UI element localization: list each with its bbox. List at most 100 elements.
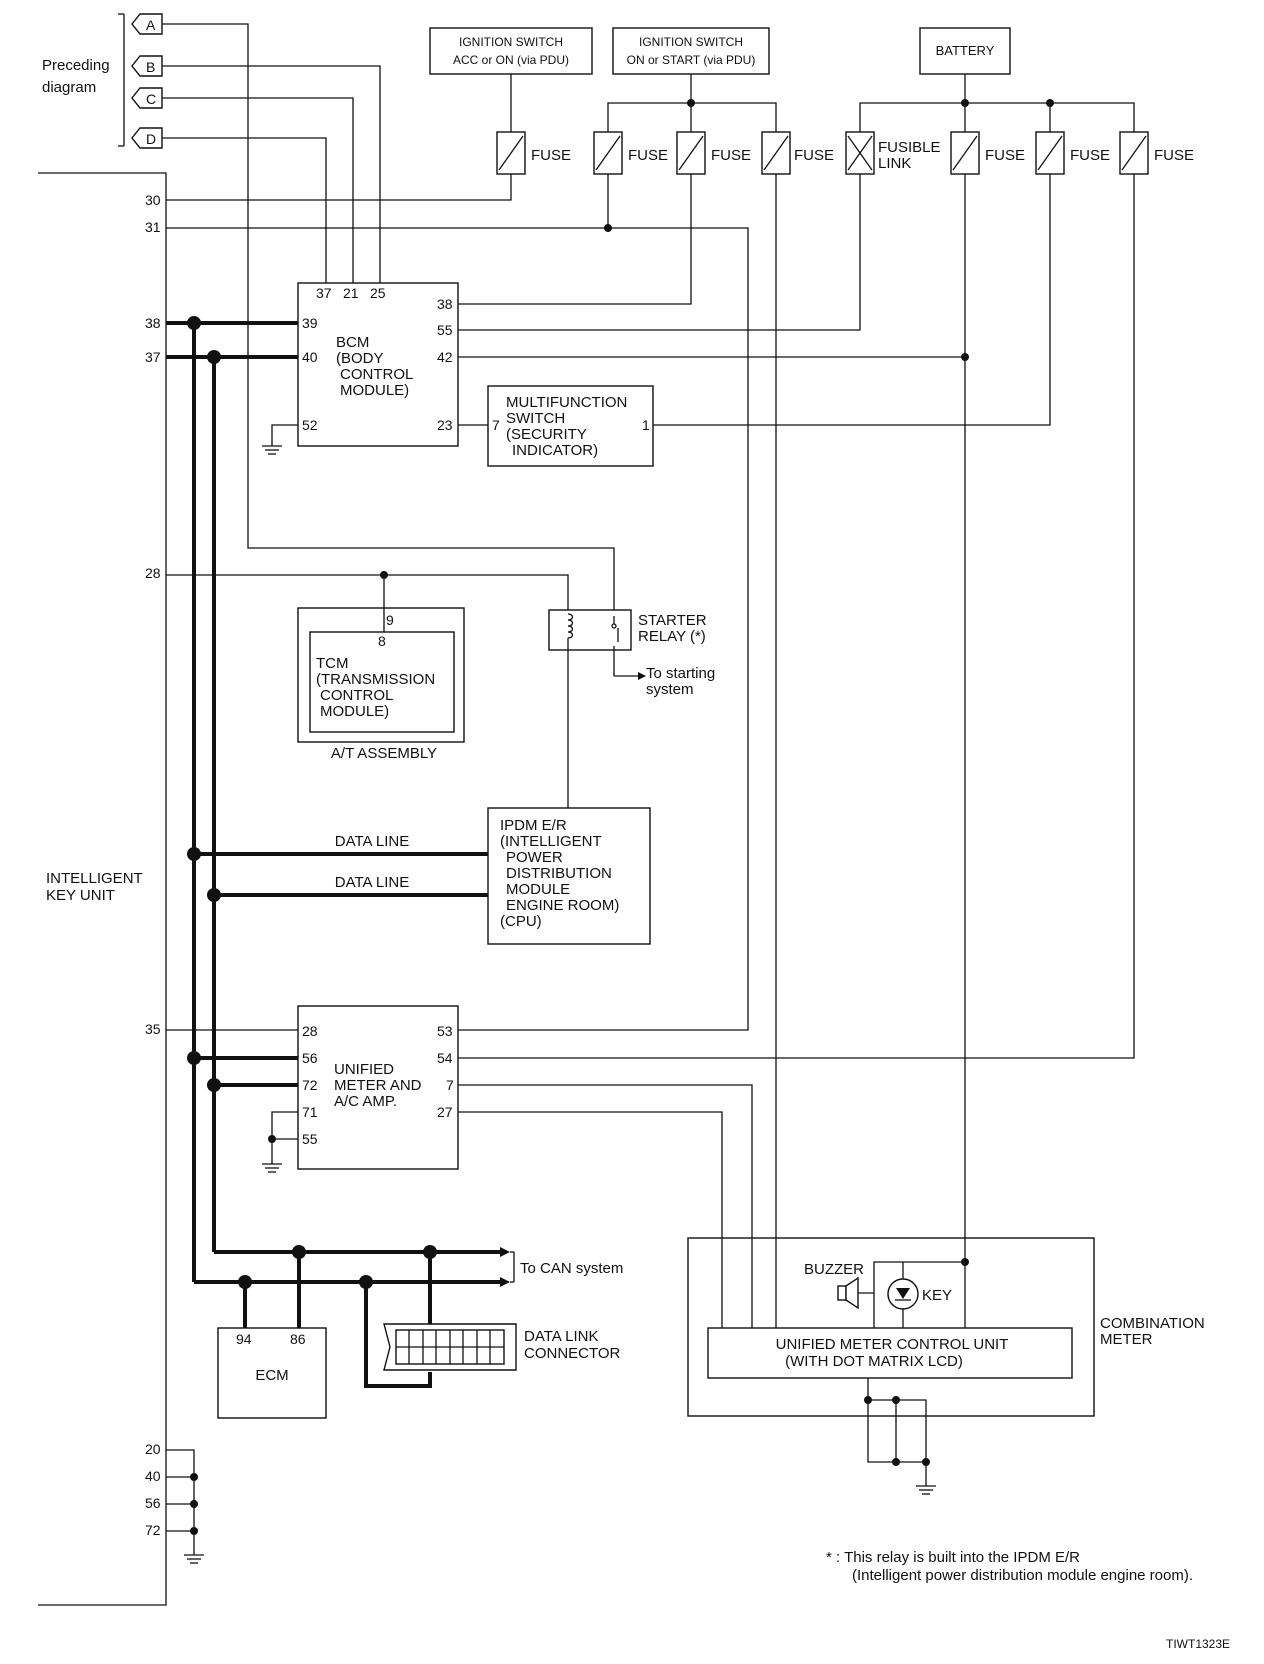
tcm-label-2: (TRANSMISSION bbox=[316, 671, 435, 688]
intelligent-key-unit-label: INTELLIGENT bbox=[46, 870, 143, 887]
data-link-connector-label: DATA LINK bbox=[524, 1328, 598, 1345]
meter-pin-28: 28 bbox=[302, 1023, 318, 1039]
key-pin-31: 31 bbox=[145, 219, 161, 235]
fuse-acc-label: FUSE bbox=[531, 147, 571, 164]
ignition-acc-label: IGNITION SWITCH bbox=[459, 35, 563, 49]
intelligent-key-unit-label-2: KEY UNIT bbox=[46, 887, 115, 904]
multifunction-pin-1: 1 bbox=[642, 417, 650, 433]
connector-d: D bbox=[131, 127, 163, 149]
bcm-label: BCM bbox=[336, 334, 369, 351]
fusible-link-label-2: LINK bbox=[878, 155, 911, 172]
bcm-label-2: (BODY bbox=[336, 350, 384, 367]
tcm-label-3: CONTROL bbox=[320, 687, 393, 704]
combination-meter: COMBINATION METER UNIFIED METER CONTROL … bbox=[687, 1237, 1205, 1495]
ecm-pin-94: 94 bbox=[236, 1331, 252, 1347]
connector-a: A bbox=[131, 13, 163, 35]
meter-pin-27: 27 bbox=[437, 1104, 453, 1120]
tcm-label-4: MODULE) bbox=[320, 703, 389, 720]
ipdm-er-box: IPDM E/R (INTELLIGENT POWER DISTRIBUTION… bbox=[487, 807, 651, 945]
multifunction-pin-7: 7 bbox=[492, 417, 500, 433]
combination-meter-label: COMBINATION bbox=[1100, 1315, 1205, 1332]
to-can-system-label: To CAN system bbox=[520, 1260, 623, 1277]
meter-pin-56: 56 bbox=[302, 1050, 318, 1066]
key-label: KEY bbox=[922, 1287, 952, 1304]
ignition-start-label-2: ON or START (via PDU) bbox=[627, 53, 756, 67]
bcm-pin-21: 21 bbox=[343, 285, 359, 301]
key-pin-30: 30 bbox=[145, 192, 161, 208]
starter-relay-label-2: RELAY (*) bbox=[638, 628, 706, 645]
fuse-bat-2-label: FUSE bbox=[1070, 147, 1110, 164]
ipdm-label: IPDM E/R bbox=[500, 817, 567, 834]
connector-a-label: A bbox=[146, 17, 156, 33]
key-pin-35: 35 bbox=[145, 1021, 161, 1037]
ecm-box: 94 86 ECM bbox=[217, 1327, 327, 1419]
data-line-label-1: DATA LINE bbox=[335, 833, 409, 850]
multifunction-switch-box: 7 1 MULTIFUNCTION SWITCH (SECURITY INDIC… bbox=[487, 385, 654, 467]
footnote-line-2: (Intelligent power distribution module e… bbox=[852, 1567, 1193, 1584]
to-starting-system-label-2: system bbox=[646, 681, 694, 698]
bcm-pin-23: 23 bbox=[437, 417, 453, 433]
ipdm-label-5: MODULE bbox=[506, 881, 570, 898]
buzzer-label: BUZZER bbox=[804, 1261, 864, 1278]
fuse-bat-1: FUSE bbox=[950, 131, 1025, 175]
unified-meter-cu-label-2: (WITH DOT MATRIX LCD) bbox=[785, 1353, 963, 1370]
starter-relay: STARTER RELAY (*) To starting system bbox=[548, 609, 715, 698]
unified-meter-label-2: METER AND bbox=[334, 1077, 422, 1094]
ignition-acc-label-2: ACC or ON (via PDU) bbox=[453, 53, 569, 67]
connector-b-label: B bbox=[146, 59, 155, 75]
at-assembly-label: A/T ASSEMBLY bbox=[331, 745, 437, 762]
multifunction-label-3: (SECURITY bbox=[506, 426, 587, 443]
bcm-pin-55: 55 bbox=[437, 322, 453, 338]
key-pin-40: 40 bbox=[145, 1468, 161, 1484]
multifunction-label-2: SWITCH bbox=[506, 410, 565, 427]
multifunction-label-4: INDICATOR) bbox=[512, 442, 598, 459]
data-link-connector-label-2: CONNECTOR bbox=[524, 1345, 621, 1362]
buzzer-icon bbox=[837, 1276, 859, 1310]
meter-pin-54: 54 bbox=[437, 1050, 453, 1066]
fuse-ign-3-label: FUSE bbox=[794, 147, 834, 164]
meter-pin-72: 72 bbox=[302, 1077, 318, 1093]
key-pin-28: 28 bbox=[145, 565, 161, 581]
bcm-pin-38: 38 bbox=[437, 296, 453, 312]
fusible-link-label: FUSIBLE bbox=[878, 139, 941, 156]
fuse-bat-2: FUSE bbox=[1035, 131, 1110, 175]
bcm-pin-37: 37 bbox=[316, 285, 332, 301]
key-led-icon bbox=[887, 1278, 919, 1310]
key-pin-38: 38 bbox=[145, 315, 161, 331]
bcm-label-4: MODULE) bbox=[340, 382, 409, 399]
data-link-connector: DATA LINK CONNECTOR bbox=[383, 1323, 621, 1371]
unified-meter-cu-label: UNIFIED METER CONTROL UNIT bbox=[776, 1336, 1009, 1353]
ipdm-label-3: POWER bbox=[506, 849, 563, 866]
bcm-pin-25: 25 bbox=[370, 285, 386, 301]
ipdm-label-2: (INTELLIGENT bbox=[500, 833, 602, 850]
connector-c: C bbox=[131, 87, 163, 109]
tcm-pin-9: 9 bbox=[386, 612, 394, 628]
footnote-line-1: * : This relay is built into the IPDM E/… bbox=[826, 1549, 1080, 1566]
ipdm-label-4: DISTRIBUTION bbox=[506, 865, 612, 882]
battery-box: BATTERY bbox=[919, 27, 1011, 75]
fuse-acc: FUSE bbox=[496, 131, 571, 175]
ipdm-label-6: ENGINE ROOM) bbox=[506, 897, 619, 914]
meter-pin-55: 55 bbox=[302, 1131, 318, 1147]
unified-meter-ac-amp: 28 56 72 71 55 53 54 7 27 UNIFIED METER … bbox=[297, 1005, 459, 1170]
fuse-ign-2: FUSE bbox=[676, 131, 751, 175]
meter-pin-7: 7 bbox=[446, 1077, 454, 1093]
fuse-bat-3: FUSE bbox=[1119, 131, 1194, 175]
key-unit-pins: 30 31 38 37 28 35 20 40 56 72 bbox=[145, 192, 161, 1538]
fuse-ign-2-label: FUSE bbox=[711, 147, 751, 164]
ignition-acc-box: IGNITION SWITCH ACC or ON (via PDU) bbox=[429, 27, 593, 75]
ecm-label: ECM bbox=[255, 1367, 288, 1384]
bcm-pin-40: 40 bbox=[302, 349, 318, 365]
tcm-pin-8: 8 bbox=[378, 633, 386, 649]
meter-pin-53: 53 bbox=[437, 1023, 453, 1039]
tcm-label: TCM bbox=[316, 655, 349, 672]
intelligent-key-unit-box bbox=[38, 172, 167, 1606]
fuse-bat-1-label: FUSE bbox=[985, 147, 1025, 164]
key-pin-72: 72 bbox=[145, 1522, 161, 1538]
connector-c-label: C bbox=[146, 91, 156, 107]
at-assembly: 9 8 TCM (TRANSMISSION CONTROL MODULE) A/… bbox=[297, 607, 465, 762]
bcm-pin-42: 42 bbox=[437, 349, 453, 365]
ipdm-label-7: (CPU) bbox=[500, 913, 542, 930]
unified-meter-label: UNIFIED bbox=[334, 1061, 394, 1078]
preceding-diagram-label: Preceding bbox=[42, 57, 110, 74]
